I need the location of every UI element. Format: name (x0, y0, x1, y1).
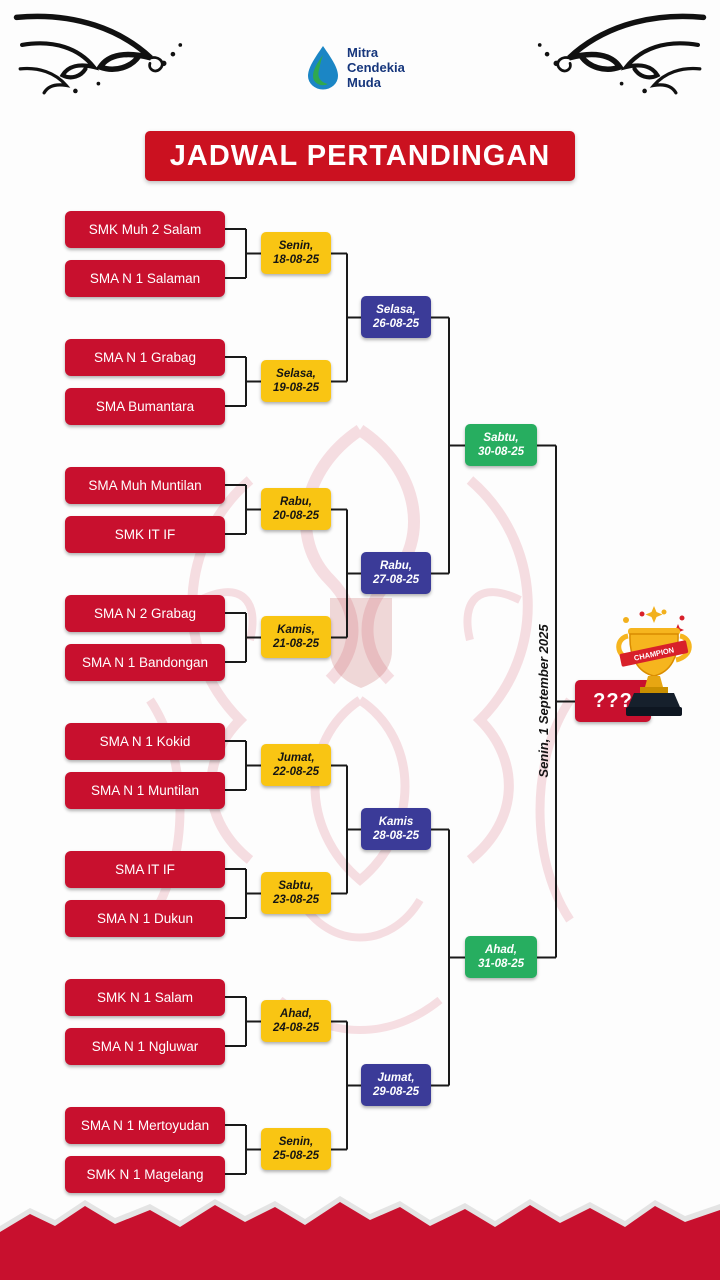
round1-date-box: Jumat, 22-08-25 (261, 744, 331, 786)
round2-date-box: Jumat, 29-08-25 (361, 1064, 431, 1106)
match-day: Jumat, (377, 1072, 415, 1084)
round2-date-box: Rabu, 27-08-25 (361, 552, 431, 594)
match-date: 24-08-25 (272, 1022, 320, 1034)
round2-date-box: Kamis 28-08-25 (361, 808, 431, 850)
team-box: SMK Muh 2 Salam (65, 211, 225, 248)
match-date: 25-08-25 (272, 1150, 320, 1162)
match-day: Ahad, (280, 1008, 312, 1020)
logo-text: Mitra Cendekia Muda (347, 45, 405, 90)
team-box: SMA Bumantara (65, 388, 225, 425)
match-day: Ahad, (485, 944, 517, 956)
team-box: SMA N 1 Grabag (65, 339, 225, 376)
round1-date-box: Selasa, 19-08-25 (261, 360, 331, 402)
match-day: Rabu, (380, 560, 412, 572)
logo-line-2: Cendekia (347, 59, 405, 75)
team-box: SMA Muh Muntilan (65, 467, 225, 504)
flourish-left-icon (13, 13, 183, 95)
logo-line-1: Mitra (347, 44, 379, 60)
team-box: SMK N 1 Magelang (65, 1156, 225, 1193)
round1-date-box: Ahad, 24-08-25 (261, 1000, 331, 1042)
round1-date-box: Rabu, 20-08-25 (261, 488, 331, 530)
match-date: 18-08-25 (272, 254, 320, 266)
match-date: 21-08-25 (272, 638, 320, 650)
match-day: Kamis, (277, 624, 315, 636)
final-date-label: Senin, 1 September 2025 (536, 624, 551, 778)
team-box: SMA N 1 Mertoyudan (65, 1107, 225, 1144)
round1-date-box: Sabtu, 23-08-25 (261, 872, 331, 914)
logo: Mitra Cendekia Muda (306, 44, 405, 90)
match-date: 26-08-25 (372, 318, 420, 330)
team-box: SMK IT IF (65, 516, 225, 553)
match-day: Selasa, (276, 368, 316, 380)
round1-date-box: Senin, 18-08-25 (261, 232, 331, 274)
semifinal-date-box: Ahad, 31-08-25 (465, 936, 537, 978)
team-box: SMK N 1 Salam (65, 979, 225, 1016)
match-day: Selasa, (376, 304, 416, 316)
team-box: SMA N 2 Grabag (65, 595, 225, 632)
match-date: 31-08-25 (477, 958, 525, 970)
match-date: 28-08-25 (372, 830, 420, 842)
match-date: 22-08-25 (272, 766, 320, 778)
team-box: SMA N 1 Bandongan (65, 644, 225, 681)
round1-date-box: Kamis, 21-08-25 (261, 616, 331, 658)
flourish-right-icon (537, 13, 707, 95)
trophy-icon: CHAMPION (616, 606, 692, 716)
match-day: Sabtu, (483, 432, 519, 444)
match-day: Senin, (278, 240, 314, 252)
match-day: Rabu, (280, 496, 312, 508)
match-date: 23-08-25 (272, 894, 320, 906)
page-title: JADWAL PERTANDINGAN (145, 131, 575, 181)
match-date: 29-08-25 (372, 1086, 420, 1098)
match-date: 30-08-25 (477, 446, 525, 458)
team-box: SMA N 1 Ngluwar (65, 1028, 225, 1065)
match-day: Sabtu, (278, 880, 314, 892)
team-box: SMA N 1 Muntilan (65, 772, 225, 809)
match-date: 27-08-25 (372, 574, 420, 586)
team-box: SMA N 1 Kokid (65, 723, 225, 760)
team-box: SMA IT IF (65, 851, 225, 888)
semifinal-date-box: Sabtu, 30-08-25 (465, 424, 537, 466)
logo-drop-icon (308, 46, 338, 90)
match-date: 19-08-25 (272, 382, 320, 394)
logo-line-3: Muda (347, 74, 381, 90)
round2-date-box: Selasa, 26-08-25 (361, 296, 431, 338)
match-day: Senin, (278, 1136, 314, 1148)
team-box: SMA N 1 Salaman (65, 260, 225, 297)
round1-date-box: Senin, 25-08-25 (261, 1128, 331, 1170)
team-box: SMA N 1 Dukun (65, 900, 225, 937)
match-day: Jumat, (277, 752, 315, 764)
match-day: Kamis (378, 816, 414, 828)
match-date: 20-08-25 (272, 510, 320, 522)
